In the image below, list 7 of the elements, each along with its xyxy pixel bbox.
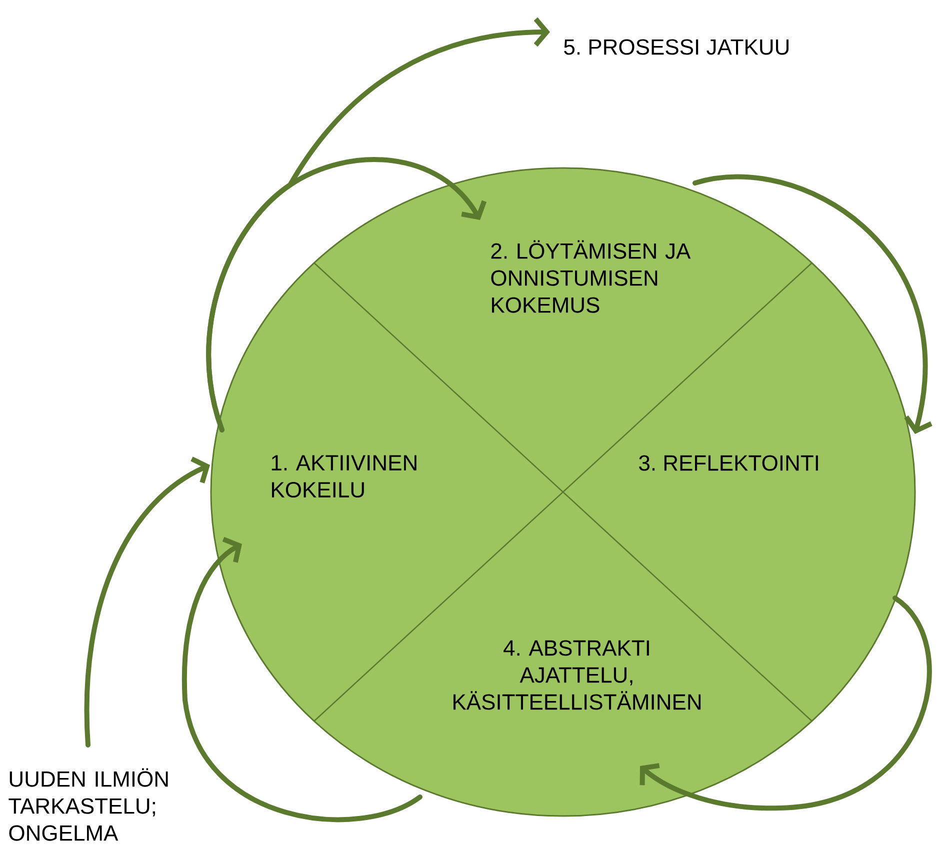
curved-arrow xyxy=(692,174,932,434)
curved-arrow xyxy=(84,456,210,748)
curved-arrow xyxy=(640,596,932,811)
stage-label: 5. PROSESSI JATKUU xyxy=(564,39,788,55)
curved-arrow xyxy=(182,536,422,822)
stage-label: UUDEN ILMIÖN TARKASTELU; ONGELMA xyxy=(8,768,168,841)
curved-arrow xyxy=(206,17,550,432)
